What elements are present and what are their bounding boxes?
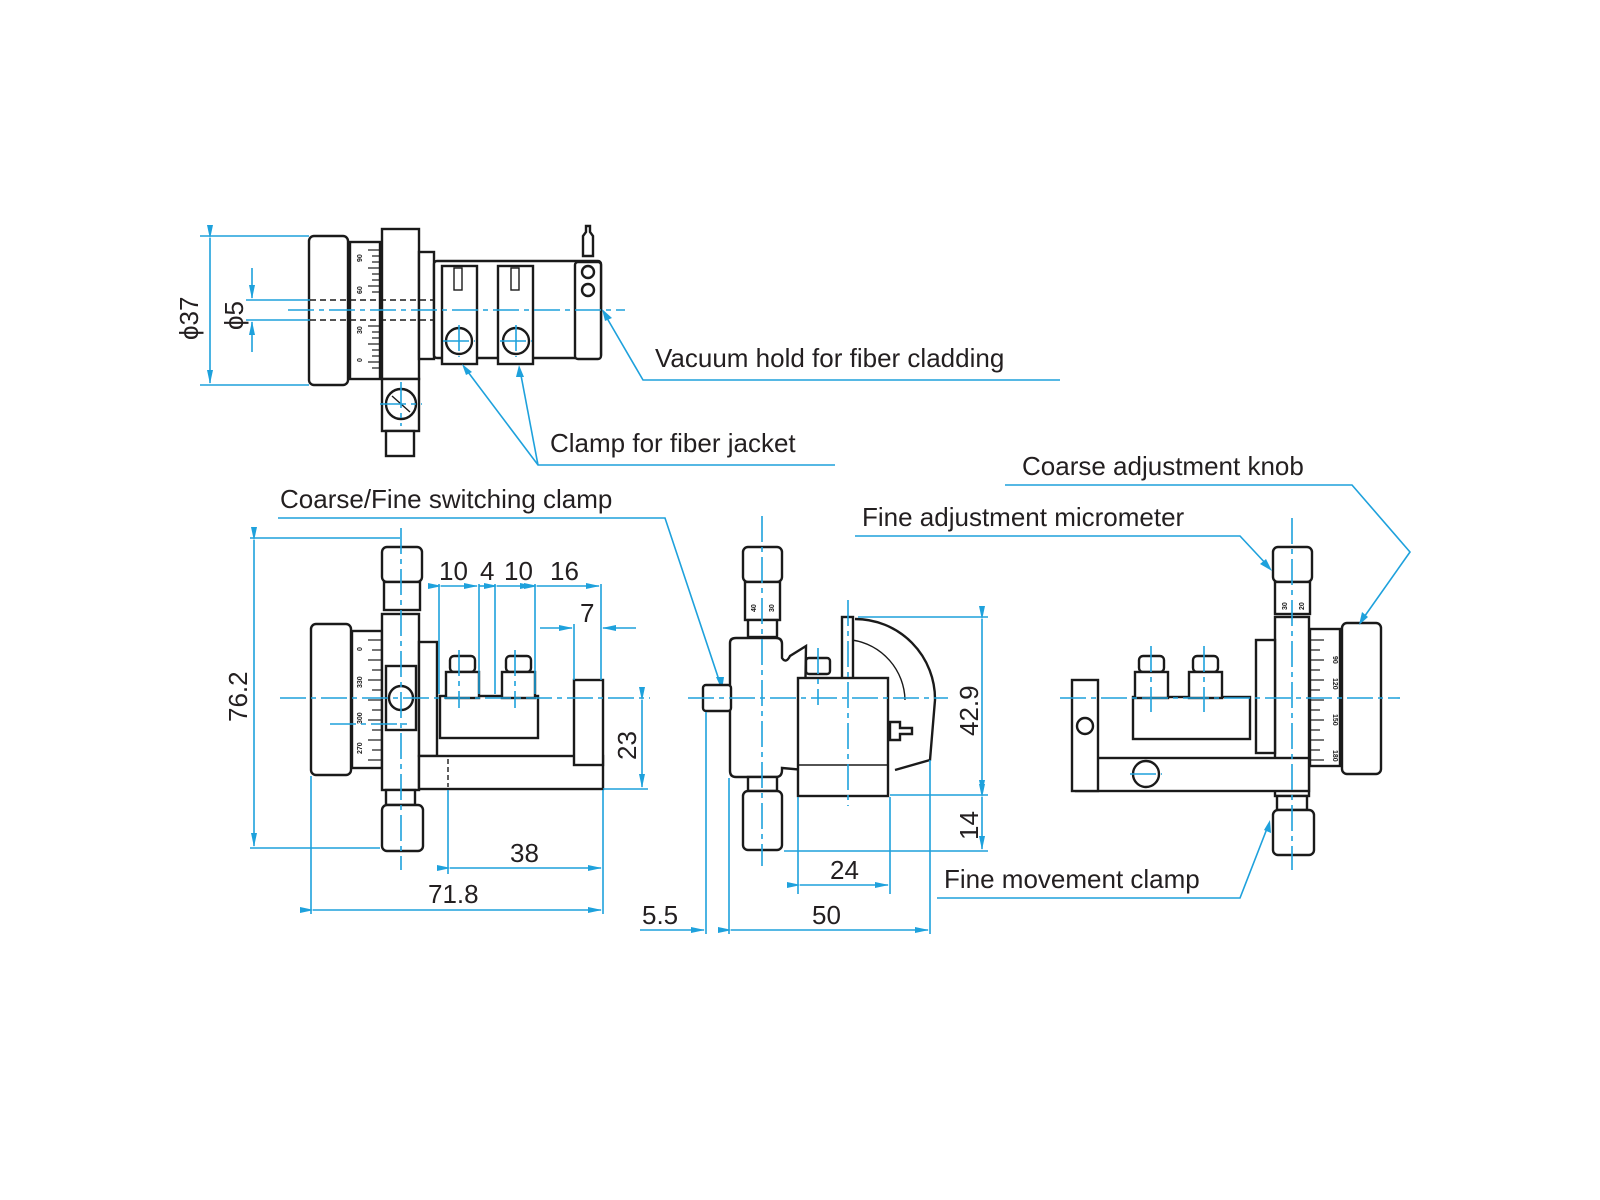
rotation-arc: [854, 617, 937, 772]
label-fine-micrometer: Fine adjustment micrometer: [862, 502, 1185, 532]
end-block-screw: [1075, 716, 1095, 736]
dial-number: 0: [357, 358, 364, 362]
dial-ticks: [368, 639, 382, 761]
fine-clamp-knob: [380, 803, 425, 853]
dim-height: 76.2: [223, 671, 253, 722]
dial-number: 40: [751, 604, 758, 612]
jacket-clamp-body-2: [1187, 670, 1224, 700]
dial-number: 300: [357, 712, 364, 724]
vacuum-end-block: [572, 678, 605, 767]
coarse-knob: [309, 622, 353, 777]
jacket-clamp-body-1: [444, 670, 481, 700]
dim-upper-height: 42.9: [954, 685, 984, 736]
base-rail: [417, 754, 605, 791]
dim-spacing-2: 4: [480, 556, 494, 586]
dial-number: 150: [1331, 714, 1338, 726]
stage-body: [728, 636, 808, 779]
dial-number: 60: [357, 286, 364, 294]
dial-number: 90: [1331, 656, 1338, 664]
dim-side-width: 50: [812, 900, 841, 930]
stage-plate: [380, 227, 421, 381]
micrometer-barrel: [382, 580, 422, 612]
dial-number: 30: [1282, 602, 1289, 610]
dim-width: 71.8: [428, 879, 479, 909]
jacket-clamp-body-2: [500, 670, 537, 700]
micrometer-top: [380, 545, 424, 584]
jacket-clamp-screw-1: [448, 654, 477, 674]
base-rail: [1074, 756, 1311, 793]
vacuum-block: [796, 676, 890, 798]
dim-lower-height: 14: [954, 811, 984, 840]
stage-collar: [417, 250, 436, 361]
switching-clamp-stub: [384, 429, 416, 458]
vacuum-fitting-icon: [888, 720, 914, 742]
label-vacuum-hold: Vacuum hold for fiber cladding: [655, 343, 1004, 373]
dial-number: 90: [357, 254, 364, 262]
side-plate: [1254, 638, 1277, 755]
dial-ticks: [368, 249, 380, 369]
label-coarse-knob: Coarse adjustment knob: [1022, 451, 1304, 481]
clamp-slot-2: [510, 267, 520, 291]
jacket-clamp-screw-2: [504, 654, 533, 674]
dial-number: 30: [769, 604, 776, 612]
label-fine-clamp: Fine movement clamp: [944, 864, 1200, 894]
fine-clamp-knob: [1271, 808, 1316, 857]
dial-number: 270: [357, 742, 364, 754]
dim-outer-diameter: ϕ37: [174, 297, 204, 340]
vacuum-fitting-icon: [581, 224, 595, 258]
top-view: 90 60 30 0 ϕ37: [174, 224, 1060, 466]
clamp-plate: [1131, 695, 1252, 741]
dial-ticks: [1310, 639, 1324, 761]
dial-number: 20: [1299, 602, 1306, 610]
dim-center-height: 23: [612, 731, 642, 760]
dial-number: 30: [357, 326, 364, 334]
dial-number: 180: [1331, 750, 1338, 762]
dim-bore-diameter: ϕ5: [219, 301, 249, 330]
dial-number: 330: [357, 676, 364, 688]
dim-spacing-3: 10: [504, 556, 533, 586]
end-block: [1070, 678, 1100, 793]
side-view: 40 30 42.9 14 24 5: [640, 516, 988, 934]
dim-end-width: 7: [580, 598, 594, 628]
label-switching-clamp: Coarse/Fine switching clamp: [280, 484, 612, 514]
clamp-plate: [438, 694, 540, 740]
dial-number: 120: [1331, 678, 1338, 690]
dim-offset: 5.5: [642, 900, 678, 930]
clamp-slot-1: [453, 267, 463, 291]
vacuum-port: [580, 264, 596, 280]
dial-number: 0: [357, 647, 364, 651]
right-view: 30 20 90 120 150 180: [855, 451, 1412, 899]
dim-block-width: 24: [830, 855, 859, 885]
dim-spacing-4: 16: [550, 556, 579, 586]
vacuum-port: [580, 282, 596, 298]
jacket-clamp-screw-2: [1191, 654, 1220, 674]
label-clamp-jacket: Clamp for fiber jacket: [550, 428, 796, 458]
dim-spacing-1: 10: [439, 556, 468, 586]
dim-base-length: 38: [510, 838, 539, 868]
front-view: 0 330 300 270 76.2: [223, 484, 724, 914]
side-block: [417, 640, 439, 758]
